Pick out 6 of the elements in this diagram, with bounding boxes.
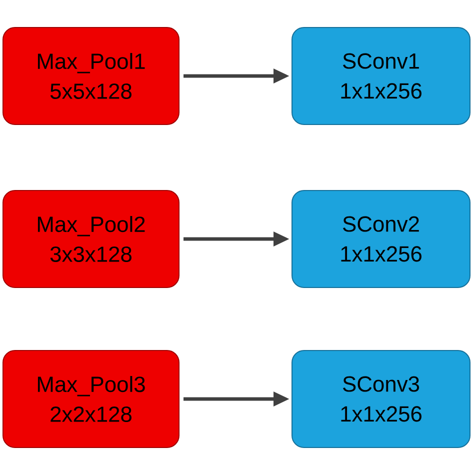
pooling-box: Max_Pool3 2x2x128 [2,350,180,448]
convolution-box: SConv1 1x1x256 [292,27,470,125]
pooling-box: Max_Pool2 3x3x128 [2,190,180,288]
pooling-box: Max_Pool1 5x5x128 [2,27,180,125]
convolution-box: SConv2 1x1x256 [292,190,470,288]
convolution-box: SConv3 1x1x256 [292,350,470,448]
